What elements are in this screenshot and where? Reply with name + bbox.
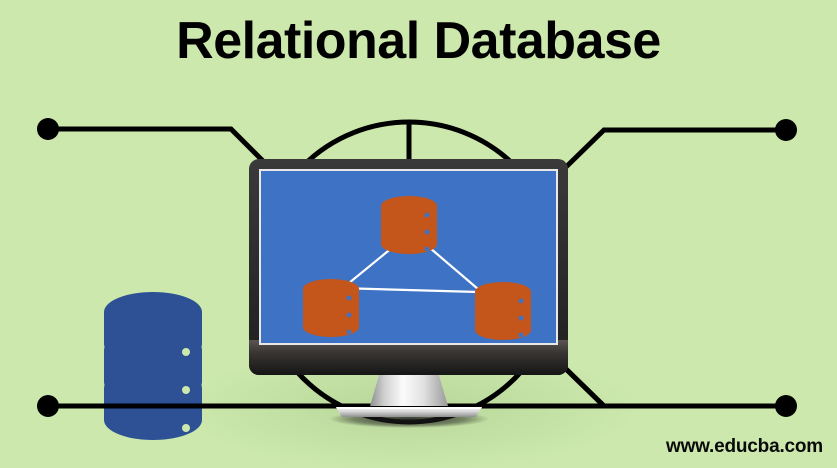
computer-monitor (249, 159, 568, 375)
connector-node-top-left (37, 118, 59, 140)
link-left-right (337, 286, 479, 294)
connector-lines (48, 126, 786, 169)
screen-content (303, 196, 531, 340)
footer-url: www.educba.com (666, 436, 823, 457)
connector-node-top-right (775, 119, 797, 141)
database-node-right (475, 282, 531, 340)
connector-line-bottom-right (564, 367, 786, 409)
database-node-left (303, 279, 359, 337)
database-cylinder-left (104, 292, 202, 440)
connector-line-top-right (564, 127, 786, 169)
monitor-bezel-bottom (249, 340, 568, 375)
database-node-top (381, 196, 437, 254)
link-top-right (429, 247, 479, 290)
connector-nodes (37, 118, 797, 417)
stand-neck (370, 372, 448, 406)
connector-line-top-left (48, 126, 270, 168)
connector-node-bottom-right (775, 395, 797, 417)
stand-base (336, 407, 482, 417)
page-title: Relational Database (176, 12, 661, 70)
stand-base-highlight (336, 407, 482, 409)
connector-node-bottom-left (37, 395, 59, 417)
monitor-stand (329, 372, 489, 428)
